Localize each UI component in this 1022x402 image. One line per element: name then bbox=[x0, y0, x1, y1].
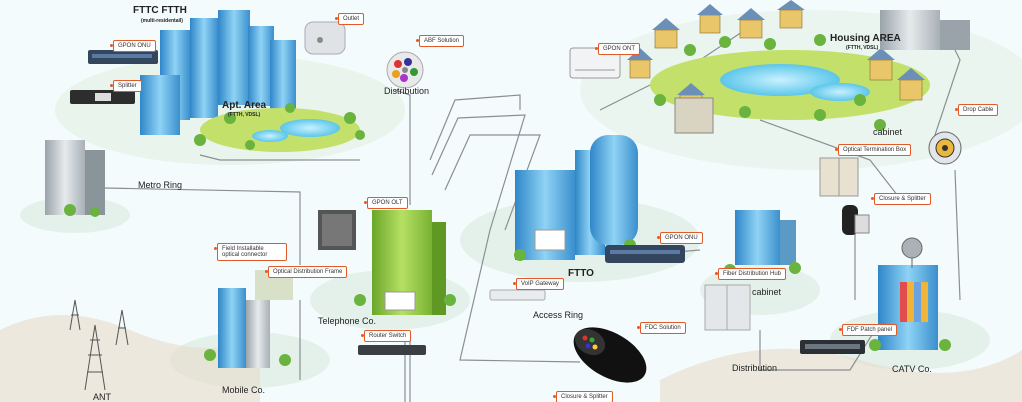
callout-optical-termination-box: Optical Termination Box bbox=[834, 144, 912, 156]
housing-area-scene bbox=[569, 0, 970, 134]
callout-router-switch: Router Switch bbox=[360, 330, 412, 342]
catv-co-label: CATV Co. bbox=[892, 364, 932, 374]
apt-area-sub-label: (FTTH, VDSL) bbox=[228, 112, 261, 118]
apt-area-scene bbox=[70, 10, 424, 152]
telephone-co-label: Telephone Co. bbox=[318, 316, 377, 326]
callout-closure-splitter-right: Closure & Splitter bbox=[871, 193, 931, 205]
fdc-cable bbox=[573, 327, 647, 383]
callout-drop-cable: Drop Cable bbox=[954, 104, 999, 116]
callout-closure-splitter-bottom: Closure & Splitter bbox=[553, 391, 613, 402]
multi-residential-label: (multi-residentail) bbox=[141, 18, 183, 24]
fiber-distribution-hub bbox=[704, 210, 801, 331]
cabinet-right-label: cabinet bbox=[873, 127, 903, 137]
callout-abf-solution: ABF Solution bbox=[415, 35, 465, 47]
callout-field-installable: Field Installable optical connector bbox=[214, 243, 287, 261]
callout-fdc-solution: FDC Solution bbox=[637, 322, 686, 334]
callout-splitter: Splitter bbox=[110, 80, 142, 92]
callout-gpon-onu-top: GPON ONU bbox=[110, 40, 156, 52]
ftto-buildings bbox=[489, 135, 685, 301]
callout-gpon-olt: GPON OLT bbox=[364, 197, 408, 209]
telephone-co-building bbox=[318, 210, 456, 355]
ftto-label: FTTO bbox=[568, 268, 594, 279]
optical-termination-box bbox=[819, 157, 859, 197]
mobile-co-building bbox=[204, 270, 293, 368]
access-ring-label: Access Ring bbox=[533, 310, 584, 320]
callout-outlet: Outlet bbox=[334, 13, 365, 25]
callout-gpon-ont: GPON ONT bbox=[594, 43, 641, 55]
metro-ring-label: Metro Ring bbox=[138, 180, 183, 190]
cabinet-mid-label: cabinet bbox=[752, 287, 782, 297]
drop-cable-reel bbox=[928, 131, 962, 165]
callout-voip-gateway: VoIP Gateway bbox=[513, 278, 564, 290]
callout-fdf-patch-panel: FDF Patch panel bbox=[838, 324, 898, 336]
housing-area-label: Housing AREA bbox=[830, 33, 901, 44]
antenna-towers bbox=[69, 299, 129, 391]
metro-building bbox=[45, 140, 105, 217]
closure-splitter-device bbox=[842, 205, 870, 235]
callout-gpon-onu-mid: GPON ONU bbox=[657, 232, 703, 244]
callout-optical-distribution-frame: Optical Distribution Frame bbox=[264, 266, 348, 278]
housing-area-sub-label: (FTTH, VDSL) bbox=[846, 45, 879, 51]
apt-area-label: Apt. Area bbox=[222, 100, 267, 111]
mobile-co-label: Mobile Co. bbox=[222, 385, 266, 395]
distribution-bottom-label: Distribution bbox=[732, 363, 778, 373]
distribution-top-label: Distribution bbox=[384, 86, 430, 96]
callout-fiber-distribution-hub: Fiber Distribution Hub bbox=[714, 268, 787, 280]
fttc-ftth-title: FTTC FTTH bbox=[133, 5, 187, 16]
ant-label: ANT bbox=[93, 392, 111, 402]
